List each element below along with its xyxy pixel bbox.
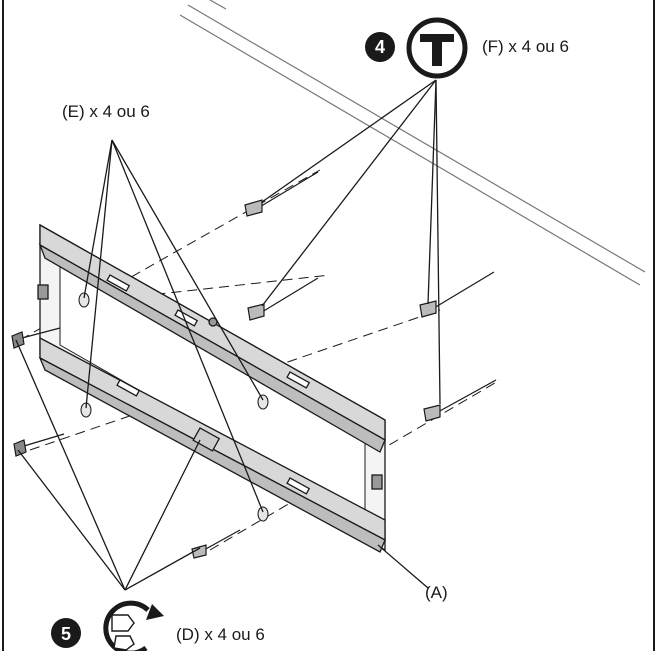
washer-3 [257,394,269,410]
washer-1 [78,292,90,308]
wall-plate [37,223,386,553]
washer-4 [257,506,269,522]
washer-label: (E) x 4 ou 6 [62,102,150,121]
anchor-3 [419,271,495,318]
wall-stud [179,0,646,286]
step5-number: 5 [61,624,71,644]
step5-part-label: (D) x 4 ou 6 [176,625,265,644]
lag-bolt-upper [11,327,61,349]
step4-number: 4 [375,37,385,57]
step4-part-label: (F) x 4 ou 6 [482,37,569,56]
leader-lines [15,79,441,591]
anchor-4 [423,379,497,422]
lag-bolts [11,327,65,457]
wall-anchors [191,171,497,559]
hammer-icon [406,17,468,79]
anchor-1 [244,171,319,217]
washers [78,292,269,522]
plate-label: (A) [425,583,448,602]
wrench-rotate-icon [103,600,164,651]
step5-badge: 5 [51,618,81,648]
anchor-5 [191,529,241,559]
anchor-2 [247,277,319,321]
step4-badge: 4 [365,32,395,62]
lag-bolt-lower [13,433,65,457]
